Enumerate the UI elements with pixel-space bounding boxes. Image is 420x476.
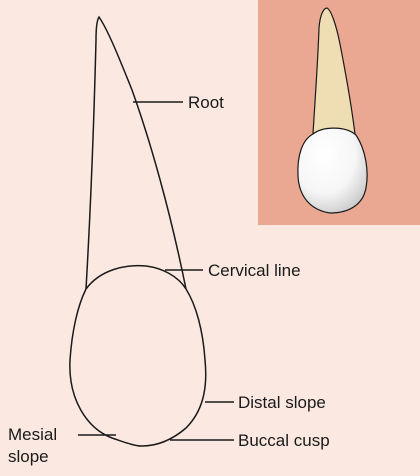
leader-lines [78,101,234,441]
label-buccal-cusp: Buccal cusp [238,431,330,450]
inset-crown [297,127,368,214]
tooth-icon [297,7,368,214]
inset-panel [258,0,420,225]
cervical-line [85,264,187,290]
label-distal-slope: Distal slope [238,393,326,412]
label-root: Root [188,93,224,112]
root-outline [85,15,187,290]
label-cervical-line: Cervical line [208,261,301,280]
label-mesial-slope-line2: slope [8,447,49,466]
crown-outline [69,288,207,447]
main-tooth [69,15,207,447]
inset-root [312,7,356,135]
label-mesial-slope-line1: Mesial [8,425,57,444]
